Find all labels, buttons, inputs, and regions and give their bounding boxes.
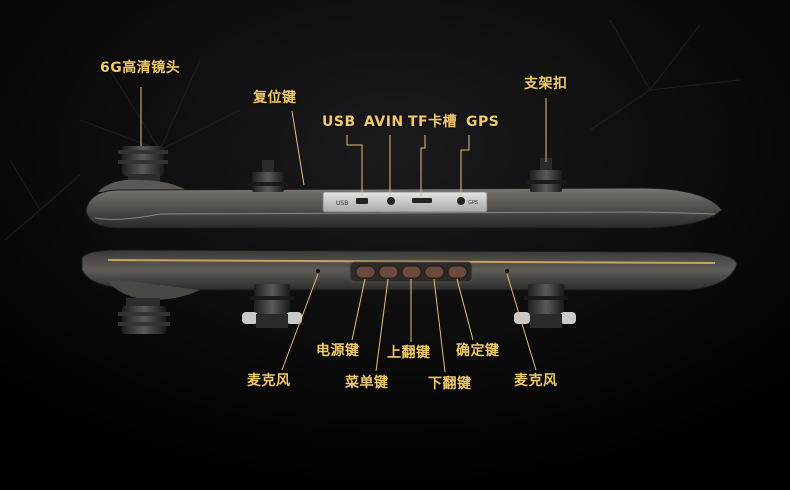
power-button-label: 电源键 (316, 343, 360, 359)
bottom-leader-lines (281, 273, 537, 373)
gold-accent-stripe (107, 259, 716, 264)
page-up-button-label: 上翻键 (387, 345, 431, 361)
port-panel: USB GPS (322, 191, 488, 213)
camera-label: 6G高清镜头 (100, 60, 181, 76)
microphone-right-label: 麦克风 (514, 373, 558, 389)
top-leader-lines (140, 87, 547, 196)
tf-slot-label: TF卡槽 (408, 114, 458, 130)
microphone-left-label: 麦克风 (247, 373, 291, 389)
button-panel (349, 261, 473, 283)
top-device: USB GPS (85, 87, 723, 229)
microphone-left-icon (316, 269, 320, 273)
page-up-button[interactable] (401, 265, 422, 279)
firework-decoration (4, 19, 741, 241)
confirm-button-label: 确定键 (456, 343, 500, 359)
confirm-button[interactable] (447, 265, 468, 279)
usb-port-icon (356, 198, 368, 204)
page-down-button[interactable] (424, 265, 445, 279)
tf-slot-icon (412, 198, 432, 203)
reset-button-label: 复位键 (253, 90, 297, 106)
menu-button[interactable] (378, 265, 399, 279)
panel-gps-text: GPS (468, 200, 478, 206)
bracket-clip-right (526, 158, 566, 192)
menu-button-label: 菜单键 (345, 375, 389, 391)
bracket-label: 支架扣 (524, 76, 568, 92)
microphone-right-icon (505, 269, 509, 273)
usb-label: USB (322, 114, 356, 130)
avin-port-icon (387, 197, 395, 205)
gps-port-icon (457, 197, 465, 205)
camera-lens-bottom-icon (118, 298, 170, 334)
page-down-button-label: 下翻键 (428, 376, 472, 392)
power-button[interactable] (355, 265, 376, 279)
panel-usb-text: USB (336, 200, 348, 207)
gps-label: GPS (466, 114, 500, 130)
bottom-device (81, 249, 738, 373)
bracket-clip-left (248, 160, 288, 192)
bracket-clip-bottom-left (242, 284, 302, 328)
bracket-clip-bottom-right (514, 284, 576, 328)
camera-lens-icon (118, 146, 168, 182)
avin-label: AVIN (364, 114, 404, 130)
